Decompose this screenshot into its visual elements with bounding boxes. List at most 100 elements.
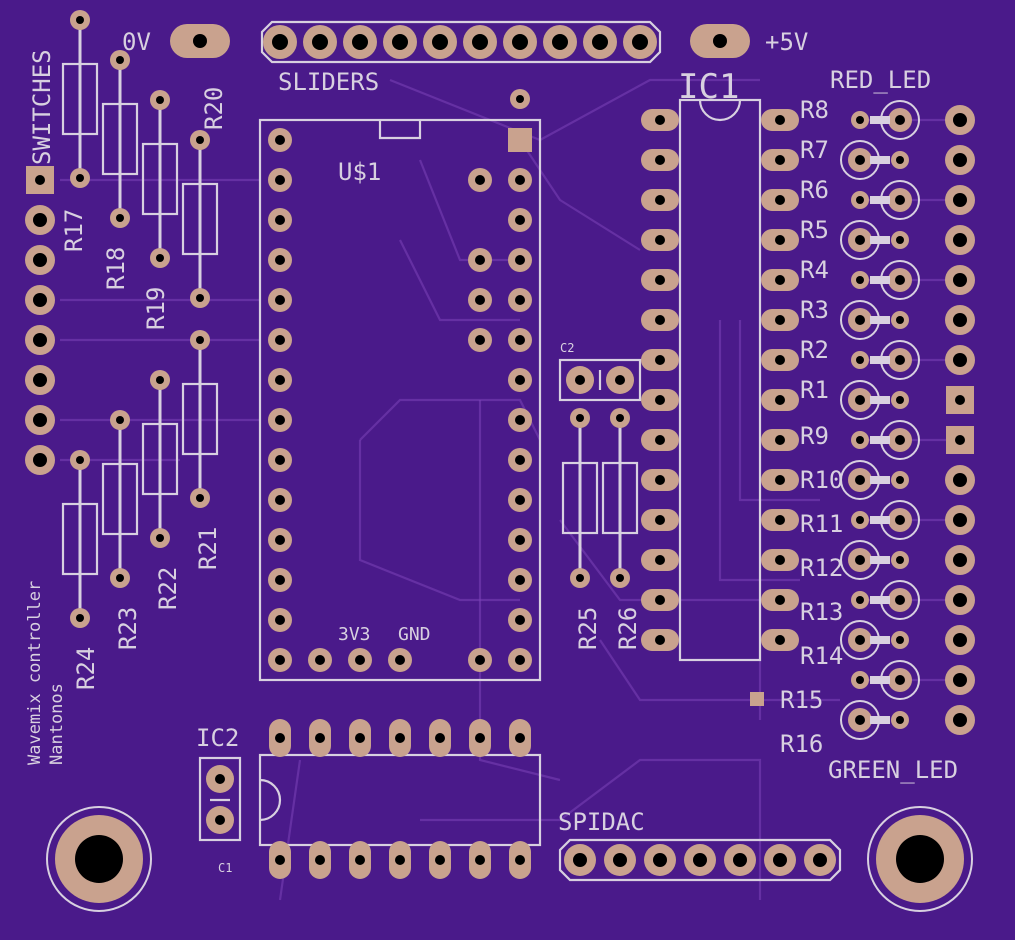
led-array: RED_LED GREEN_LED R8R7R6R5R4R3R2R1R9R10R…	[780, 66, 975, 784]
c1-capacitor: C1	[198, 756, 242, 875]
led-row: R5	[800, 216, 975, 260]
resistor-label: R1	[800, 376, 829, 404]
led-bridge	[870, 716, 890, 724]
square-test-pad	[750, 692, 764, 706]
resistor-label: R12	[800, 554, 843, 582]
led-row: R3	[800, 296, 975, 340]
led-row: R10	[800, 460, 975, 500]
svg-text:IC1: IC1	[678, 67, 739, 107]
led-bridge	[870, 556, 890, 564]
resistor: R25	[561, 408, 602, 650]
svg-text:C2: C2	[560, 341, 574, 355]
c2-capacitor: C2	[558, 341, 642, 402]
resistor-label: R3	[800, 296, 829, 324]
power-0v: 0V	[122, 24, 230, 58]
ic1-chip: IC1	[641, 67, 799, 662]
resistor-label: R13	[800, 598, 843, 626]
resistor-label: R16	[780, 730, 823, 758]
led-bridge	[870, 116, 890, 124]
resistor-label: R22	[154, 567, 182, 610]
resistor: R26	[601, 408, 642, 650]
led-row: R14	[800, 620, 975, 670]
resistor-body	[601, 461, 639, 535]
credit-line1: Wavemix controller	[25, 581, 45, 765]
credit-line2: Nantonos	[47, 683, 67, 765]
led-row: R11	[800, 500, 975, 540]
led-row: R16	[780, 700, 975, 758]
ic2-chip: IC2	[196, 719, 542, 879]
resistor-label: R18	[102, 247, 130, 290]
resistor-body	[561, 461, 599, 535]
led-bridge	[870, 156, 890, 164]
resistor: R19	[141, 90, 179, 330]
led-bridge	[870, 676, 890, 684]
led-row: R1	[800, 376, 974, 420]
resistor: R24	[61, 450, 100, 690]
resistor-body	[61, 502, 99, 576]
led-bridge	[870, 276, 890, 284]
svg-text:SPIDAC: SPIDAC	[558, 808, 645, 836]
resistor-label: R26	[614, 607, 642, 650]
resistor-label: R2	[800, 336, 829, 364]
resistor-body	[101, 102, 139, 176]
resistor-label: R15	[780, 686, 823, 714]
mounting-hole-left	[46, 806, 152, 912]
resistor-body	[101, 462, 139, 536]
resistor-label: R25	[574, 607, 602, 650]
switches-header: SWITCHES	[25, 49, 56, 475]
led-row: R2	[800, 336, 975, 380]
resistor-label: R19	[142, 287, 170, 330]
resistor-label: R9	[800, 422, 829, 450]
svg-text:RED_LED: RED_LED	[830, 66, 931, 94]
resistor-label: R23	[114, 607, 142, 650]
resistor-label: R7	[800, 136, 829, 164]
led-row: R12	[800, 540, 975, 582]
resistor-body	[141, 142, 179, 216]
sliders-header: SLIDERS	[260, 20, 662, 96]
svg-text:+5V: +5V	[765, 28, 808, 56]
svg-text:GREEN_LED: GREEN_LED	[828, 756, 958, 784]
resistor-label: R6	[800, 176, 829, 204]
led-bridge	[870, 196, 890, 204]
resistor: R20	[181, 87, 228, 308]
resistor: R21	[181, 330, 222, 570]
resistor-label: R10	[800, 466, 843, 494]
mounting-hole-right	[867, 806, 973, 912]
power-5v: +5V	[690, 24, 808, 58]
led-bridge	[870, 396, 890, 404]
resistor-body	[61, 62, 99, 136]
resistor-label: R21	[194, 527, 222, 570]
resistor-body	[181, 182, 219, 256]
led-row: R4	[800, 256, 975, 300]
resistor: R22	[141, 370, 182, 610]
svg-text:3V3: 3V3	[338, 624, 371, 645]
mid-resistor-array: R25 R26	[561, 408, 642, 650]
led-bridge	[870, 236, 890, 244]
led-bridge	[870, 516, 890, 524]
resistor-label: R4	[800, 256, 829, 284]
resistor-label: R14	[800, 642, 843, 670]
svg-text:SWITCHES: SWITCHES	[28, 49, 56, 165]
led-row: R7	[800, 136, 975, 180]
svg-text:GND: GND	[398, 624, 431, 645]
led-row: R13	[800, 580, 975, 626]
square-pad	[508, 128, 532, 152]
svg-text:0V: 0V	[122, 28, 151, 56]
led-row: R8	[800, 96, 975, 140]
led-bridge	[870, 636, 890, 644]
led-bridge	[870, 476, 890, 484]
led-bridge	[870, 316, 890, 324]
svg-text:C1: C1	[218, 861, 232, 875]
resistor: R23	[101, 410, 142, 650]
svg-text:SLIDERS: SLIDERS	[278, 68, 379, 96]
led-bridge	[870, 596, 890, 604]
resistor-body	[181, 382, 219, 456]
u1-module: U$1 3V3 GND	[258, 118, 542, 682]
resistor-label: R11	[800, 510, 843, 538]
resistor-label: R5	[800, 216, 829, 244]
led-row: R9	[800, 420, 974, 460]
svg-text:U$1: U$1	[338, 158, 381, 186]
